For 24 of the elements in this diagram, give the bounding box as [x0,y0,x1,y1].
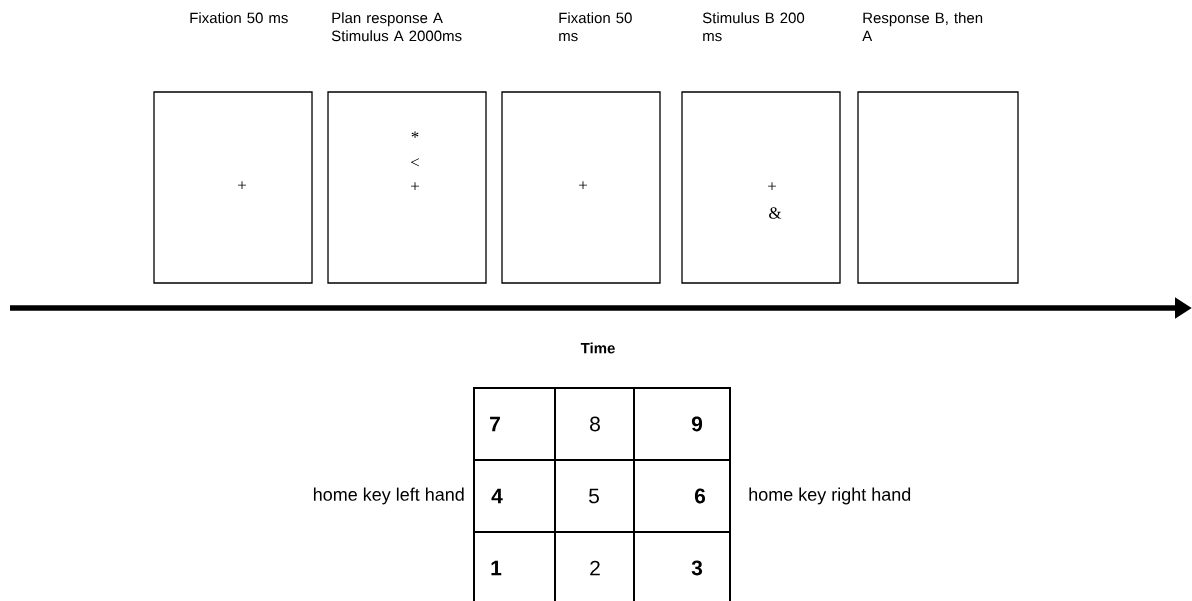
key-number: 4 [491,488,503,504]
screen-heading: Fixation 50 ms [190,12,288,24]
stimulus-symbol: + [768,182,776,191]
screen-heading: Response B, then A [862,12,983,42]
stimulus-symbol: * [411,131,419,138]
axis-label: Time [580,342,615,354]
key-number: 8 [590,416,600,432]
screen-heading: Stimulus B 200 ms [702,12,805,42]
side-label: home key left hand [313,487,464,505]
key-number: 2 [590,560,600,576]
stimulus-symbol: + [238,181,246,190]
stimulus-symbol: & [769,207,782,219]
key-number: 9 [691,416,703,432]
key-number: 6 [694,488,706,504]
screen-heading: Fixation 50 ms [559,12,632,42]
screen-heading: Plan response A Stimulus A 2000ms [331,12,462,42]
stimulus-symbol: < [411,158,419,167]
side-label: home key right hand [749,487,911,505]
key-number: 7 [490,416,500,432]
stimulus-symbol: + [579,181,587,190]
key-number: 5 [589,488,599,504]
key-number: 3 [691,560,703,576]
key-number: 1 [491,560,502,576]
stimulus-symbol: + [411,182,419,191]
